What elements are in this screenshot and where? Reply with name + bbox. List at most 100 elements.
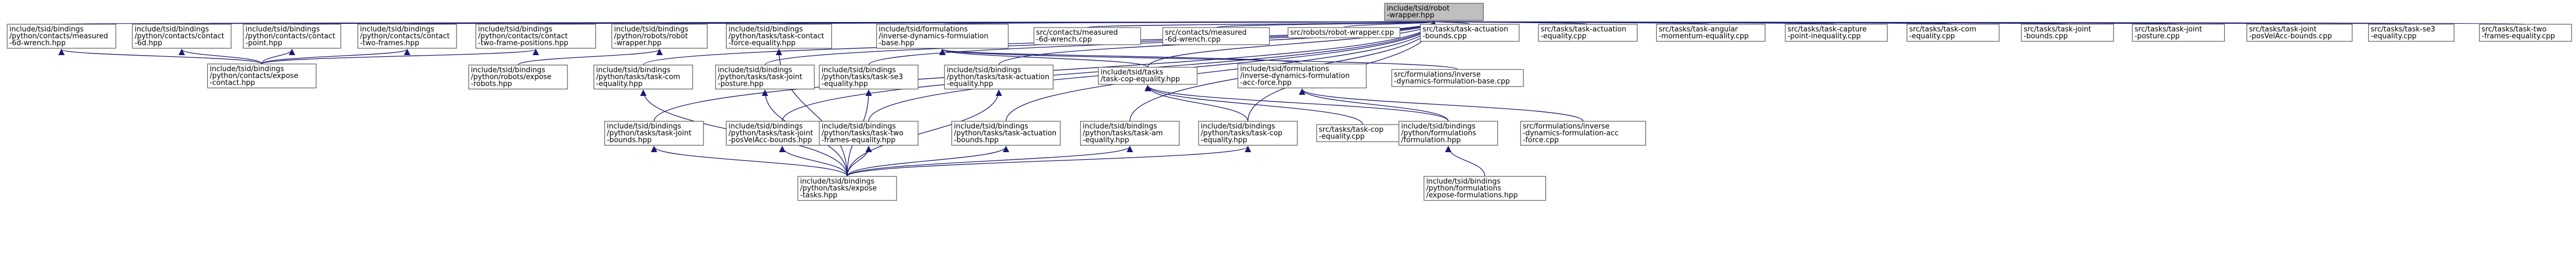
node-box[interactable] bbox=[1398, 121, 1498, 146]
graph-node[interactable]: src/tasks/task-joint-posVelAcc-bounds.cp… bbox=[2246, 24, 2353, 42]
node-box[interactable] bbox=[944, 64, 1054, 90]
node-box[interactable] bbox=[593, 64, 693, 90]
node-box[interactable] bbox=[876, 24, 1009, 49]
node-box[interactable] bbox=[1287, 27, 1400, 39]
graph-node[interactable]: include/tsid/bindings/python/formulation… bbox=[1423, 176, 1547, 201]
node-box[interactable] bbox=[243, 24, 341, 49]
node-box[interactable] bbox=[1906, 24, 2000, 42]
node-box[interactable] bbox=[1162, 27, 1270, 45]
node-label-line: -contact.hpp bbox=[210, 79, 255, 87]
node-box[interactable] bbox=[1237, 63, 1367, 89]
graph-node[interactable]: src/contacts/measured-6d-wrench.cpp bbox=[1162, 27, 1270, 45]
graph-node[interactable]: include/tsid/bindings/python/robots/expo… bbox=[468, 64, 568, 90]
node-box[interactable] bbox=[1656, 24, 1766, 42]
node-label-line: /python/contacts/measured bbox=[9, 33, 108, 41]
graph-node[interactable]: src/contacts/measured-6d-wrench.cpp bbox=[1033, 27, 1141, 45]
graph-node[interactable]: src/robots/robot-wrapper.cpp bbox=[1287, 27, 1400, 39]
graph-node[interactable]: src/tasks/task-capture-point-inequality.… bbox=[1785, 24, 1888, 42]
dependency-edge bbox=[939, 49, 1458, 70]
node-box[interactable] bbox=[207, 63, 317, 89]
node-box[interactable] bbox=[2479, 24, 2572, 42]
node-box[interactable] bbox=[1785, 24, 1888, 42]
node-box[interactable] bbox=[475, 24, 596, 49]
node-label-line: /python/contacts/contact bbox=[360, 33, 450, 41]
node-label-line: -point.hpp bbox=[245, 39, 282, 47]
graph-node[interactable]: include/tsid/bindings/python/tasks/task-… bbox=[951, 121, 1061, 146]
graph-node[interactable]: src/tasks/task-joint-bounds.cpp bbox=[2021, 24, 2115, 42]
node-box[interactable] bbox=[819, 121, 919, 146]
dependency-edge bbox=[1144, 84, 1449, 122]
graph-node[interactable]: src/tasks/task-two-frames-equality.cpp bbox=[2479, 24, 2572, 42]
graph-node[interactable]: include/tsid/bindings/python/tasks/task-… bbox=[604, 121, 704, 146]
graph-node[interactable]: include/tsid/bindings/python/formulation… bbox=[1398, 121, 1498, 146]
node-box[interactable] bbox=[819, 64, 919, 90]
node-box[interactable] bbox=[2021, 24, 2115, 42]
graph-node[interactable]: include/tsid/bindings/python/contacts/ex… bbox=[207, 63, 317, 89]
graph-node[interactable]: src/tasks/task-actuation-bounds.cpp bbox=[1420, 24, 1520, 42]
graph-node[interactable]: src/formulations/inverse-dynamics-formul… bbox=[1520, 121, 1646, 146]
node-box[interactable] bbox=[7, 24, 116, 49]
graph-node[interactable]: include/tsid/bindings/python/contacts/me… bbox=[7, 24, 116, 49]
graph-node[interactable]: include/tsid/bindings/python/tasks/task-… bbox=[944, 64, 1054, 90]
node-label-line: /python/tasks/expose bbox=[800, 185, 877, 193]
node-label-line: src/tasks/task-joint bbox=[2024, 25, 2091, 34]
graph-node[interactable]: src/tasks/task-joint-posture.cpp bbox=[2132, 24, 2225, 42]
node-box[interactable] bbox=[1316, 124, 1409, 142]
node-box[interactable] bbox=[1080, 121, 1180, 146]
graph-node[interactable]: include/tsid/bindings/python/contacts/co… bbox=[475, 24, 596, 49]
node-box[interactable] bbox=[1198, 121, 1298, 146]
node-label-line: -posture.cpp bbox=[2134, 33, 2180, 41]
node-box[interactable] bbox=[715, 64, 815, 90]
graph-node[interactable]: include/tsid/tasks/task-cop-equality.hpp bbox=[1098, 67, 1198, 85]
graph-node[interactable]: include/tsid/bindings/python/tasks/expos… bbox=[797, 176, 897, 201]
graph-node[interactable]: include/tsid/bindings/python/tasks/task-… bbox=[1080, 121, 1180, 146]
node-box[interactable] bbox=[2132, 24, 2225, 42]
graph-node[interactable]: include/tsid/bindings/python/tasks/task-… bbox=[715, 64, 815, 90]
graph-node[interactable]: src/tasks/task-angular-momentum-equality… bbox=[1656, 24, 1766, 42]
node-label-line: -wrapper.hpp bbox=[1387, 12, 1434, 20]
node-label-line: include/tsid/bindings bbox=[9, 25, 84, 34]
node-box[interactable] bbox=[1420, 24, 1520, 42]
node-box[interactable] bbox=[1423, 176, 1547, 201]
graph-node[interactable]: src/tasks/task-se3-equality.cpp bbox=[2368, 24, 2455, 42]
node-label-line: -posVelAcc-bounds.hpp bbox=[728, 136, 812, 144]
node-label-line: -momentum-equality.cpp bbox=[1659, 33, 1748, 41]
node-box[interactable] bbox=[132, 24, 232, 49]
graph-node[interactable]: include/tsid/bindings/python/tasks/task-… bbox=[819, 121, 919, 146]
graph-node[interactable]: src/tasks/task-cop-equality.cpp bbox=[1316, 124, 1409, 142]
node-box[interactable] bbox=[1033, 27, 1141, 45]
graph-node[interactable]: src/tasks/task-com-equality.cpp bbox=[1906, 24, 2000, 42]
graph-node[interactable]: include/tsid/bindings/python/tasks/task-… bbox=[1198, 121, 1298, 146]
node-box[interactable] bbox=[1098, 67, 1198, 85]
graph-node[interactable]: src/formulations/inverse-dynamics-formul… bbox=[1391, 69, 1524, 87]
graph-node[interactable]: include/tsid/bindings/python/tasks/task-… bbox=[726, 24, 832, 49]
node-box[interactable] bbox=[1520, 121, 1646, 146]
node-label-line: /task-cop-equality.hpp bbox=[1101, 76, 1180, 84]
graph-node[interactable]: include/tsid/formulations/inverse-dynami… bbox=[876, 24, 1009, 49]
node-box[interactable] bbox=[2368, 24, 2455, 42]
graph-node[interactable]: src/tasks/task-actuation-equality.cpp bbox=[1538, 24, 1638, 42]
node-box[interactable] bbox=[357, 24, 457, 49]
node-box[interactable] bbox=[611, 24, 708, 49]
node-label-line: -equality.hpp bbox=[947, 80, 993, 88]
graph-node[interactable]: include/tsid/bindings/python/contacts/co… bbox=[357, 24, 457, 49]
graph-node[interactable]: include/tsid/bindings/python/tasks/task-… bbox=[819, 64, 919, 90]
node-box[interactable] bbox=[726, 24, 832, 49]
node-box[interactable] bbox=[604, 121, 704, 146]
node-box[interactable] bbox=[2246, 24, 2353, 42]
node-box[interactable] bbox=[797, 176, 897, 201]
root-node-box[interactable] bbox=[1384, 3, 1484, 21]
graph-node[interactable]: include/tsid/bindings/python/contacts/co… bbox=[243, 24, 341, 49]
graph-node[interactable]: include/tsid/bindings/python/robots/robo… bbox=[611, 24, 708, 49]
node-label-line: -dynamics-formulation-base.cpp bbox=[1394, 78, 1510, 86]
graph-node[interactable]: include/tsid/bindings/python/contacts/co… bbox=[132, 24, 232, 49]
graph-node[interactable]: include/tsid/robot-wrapper.hpp bbox=[1384, 3, 1484, 21]
node-box[interactable] bbox=[951, 121, 1061, 146]
dependency-edge bbox=[517, 49, 663, 66]
node-box[interactable] bbox=[1391, 69, 1524, 87]
node-label-line: /python/contacts/contact bbox=[478, 33, 568, 41]
graph-node[interactable]: include/tsid/bindings/python/tasks/task-… bbox=[593, 64, 693, 90]
node-box[interactable] bbox=[1538, 24, 1638, 42]
node-box[interactable] bbox=[468, 64, 568, 90]
graph-node[interactable]: include/tsid/formulations/inverse-dynami… bbox=[1237, 63, 1367, 89]
